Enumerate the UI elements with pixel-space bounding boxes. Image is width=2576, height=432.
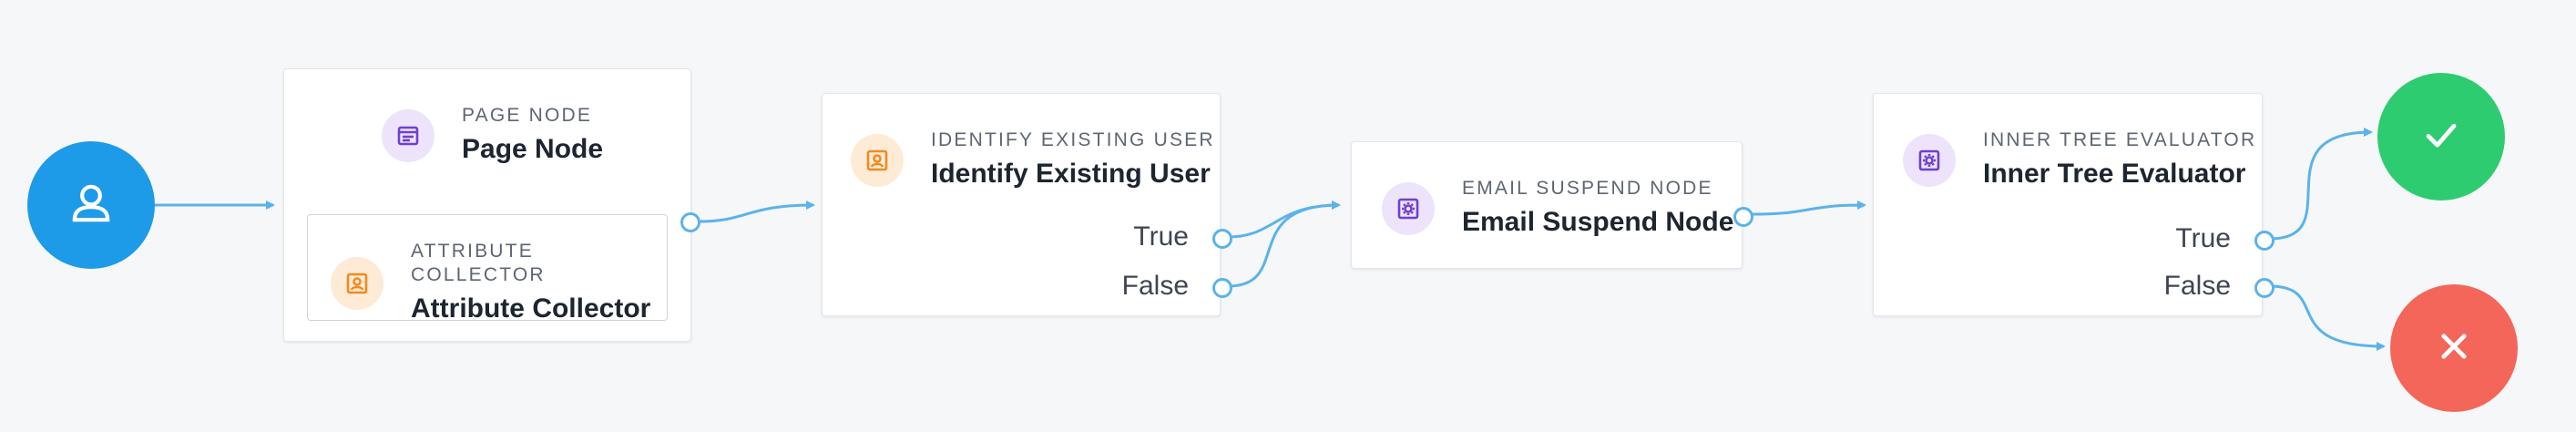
attribute-collector-child-node[interactable]: ATTRIBUTE COLLECTOR Attribute Collector [307, 214, 668, 324]
node-title: Email Suspend Node [1462, 207, 1734, 237]
connector-inner-tree-true-to-success [2269, 128, 2373, 241]
connector-identify-true-to-email-suspend [1227, 201, 1341, 239]
email-suspend-node[interactable]: EMAIL SUSPEND NODE Email Suspend Node [1351, 141, 1753, 269]
node-type-label: ATTRIBUTE COLLECTOR [411, 241, 546, 285]
start-node[interactable] [27, 141, 155, 269]
output-port[interactable] [680, 212, 700, 232]
node-title: Inner Tree Evaluator [1983, 159, 2246, 189]
connector-identify-false-to-email-suspend [1227, 201, 1341, 288]
person-icon [66, 178, 117, 233]
inner-tree-evaluator-node[interactable]: INNER TREE EVALUATOR Inner Tree Evaluato… [1873, 93, 2274, 316]
outcome-false-label: False [2163, 271, 2231, 301]
connector-email-suspend-to-inner-tree [1752, 201, 1866, 216]
outcome-false-port[interactable] [1212, 278, 1232, 298]
check-icon [2416, 109, 2467, 165]
close-icon [2428, 321, 2479, 376]
gear-icon [1903, 134, 1956, 187]
outcome-true-port[interactable] [1212, 229, 1232, 249]
outcome-true-port[interactable] [2254, 231, 2274, 251]
output-port[interactable] [1733, 207, 1753, 227]
node-title: Page Node [462, 134, 604, 164]
node-type-label: PAGE NODE [462, 105, 593, 126]
node-type-label: IDENTIFY EXISTING USER [931, 129, 1215, 150]
outcome-true-label: True [1133, 221, 1189, 252]
node-title: Attribute Collector [411, 293, 651, 324]
outcome-false-port[interactable] [2254, 278, 2274, 298]
id-card-icon [851, 134, 904, 187]
page-icon [382, 109, 434, 162]
success-node[interactable] [2377, 73, 2505, 201]
connector-inner-tree-false-to-failure [2269, 284, 2386, 351]
connector-page-node-to-identify-user [699, 201, 815, 223]
id-card-icon [331, 257, 383, 310]
node-title: Identify Existing User [931, 159, 1211, 189]
outcome-true-label: True [2175, 223, 2231, 253]
node-type-label: EMAIL SUSPEND NODE [1462, 178, 1713, 199]
outcome-false-label: False [1121, 271, 1189, 301]
node-type-label: INNER TREE EVALUATOR [1983, 129, 2257, 150]
page-node[interactable]: PAGE NODE Page Node ATTRIBUTE COLLECTOR … [283, 68, 700, 342]
identify-existing-user-node[interactable]: IDENTIFY EXISTING USER Identify Existing… [822, 93, 1232, 316]
failure-node[interactable] [2390, 284, 2518, 412]
gear-icon [1382, 182, 1435, 235]
